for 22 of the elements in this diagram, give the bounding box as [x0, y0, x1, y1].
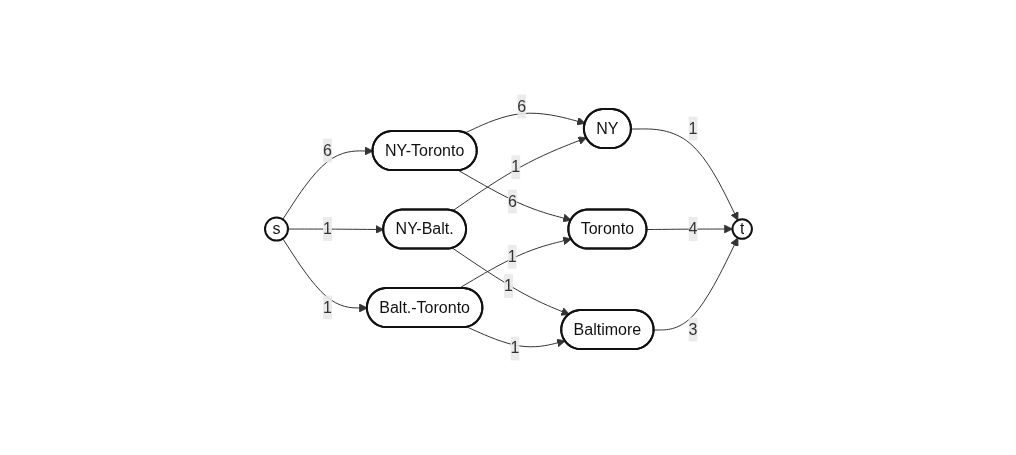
edge-label: 1 — [510, 158, 520, 176]
edge-label: 3 — [688, 320, 697, 338]
arrow — [630, 128, 738, 221]
arrow — [451, 247, 570, 316]
edge-label: 6 — [322, 141, 332, 159]
node-circle: s — [263, 216, 289, 242]
edge-label: 1 — [322, 298, 332, 316]
edge-label: 4 — [688, 220, 697, 238]
arrow — [281, 146, 373, 220]
node-circle: t — [731, 218, 753, 240]
edge-label: 1 — [503, 277, 513, 295]
edge-label: 1 — [507, 247, 517, 265]
arrow — [451, 136, 587, 212]
edge-label: 6 — [516, 97, 526, 115]
arrow — [646, 224, 733, 234]
edge-label: 6 — [507, 192, 517, 210]
edge-label: 1 — [509, 339, 519, 357]
arrow — [466, 326, 566, 348]
edge-label: 1 — [322, 220, 332, 238]
arrow — [457, 170, 572, 223]
arrow — [653, 237, 738, 331]
edge-label: 1 — [688, 119, 697, 137]
